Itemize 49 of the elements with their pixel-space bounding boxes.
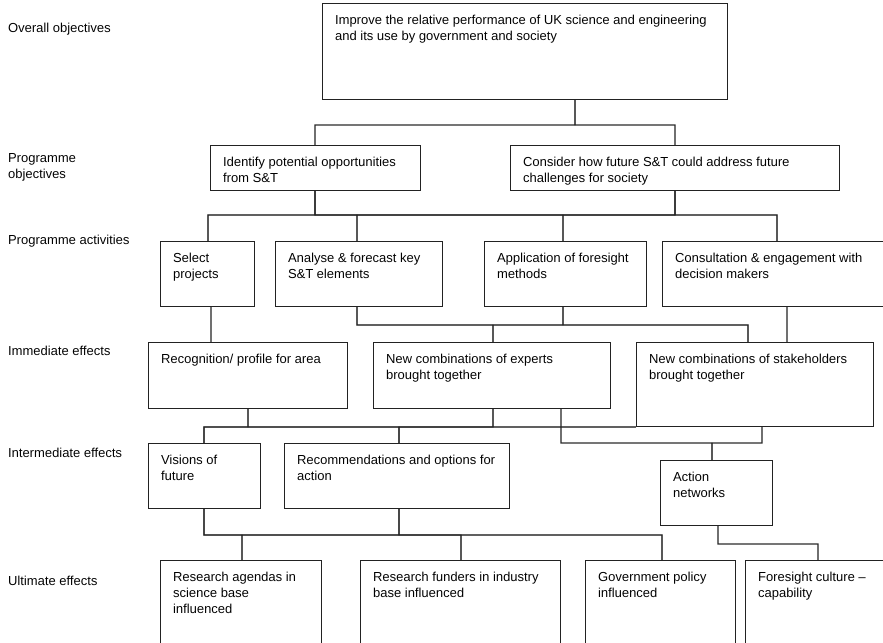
box-text: Consider how future S&T could address future challenges for society — [523, 154, 790, 186]
box-text: Select projects — [173, 250, 220, 282]
box-text: Recommendations and options for action — [297, 452, 496, 484]
connector-line — [398, 426, 637, 443]
connector-line — [786, 307, 788, 342]
process-box — [373, 342, 611, 409]
box-text: Visions of future — [161, 452, 218, 484]
row-label: Intermediate effects — [8, 445, 123, 461]
process-box — [636, 342, 874, 427]
box-text: Improve the relative performance of UK science and engineering and its use by government and society — [335, 12, 708, 44]
box-text: Identify potential opportunities from S&T — [223, 154, 397, 186]
box-text: Analyse & forecast key S&T elements — [288, 250, 422, 282]
process-box — [360, 560, 561, 643]
row-label: Ultimate effects — [8, 573, 98, 589]
box-text: Recognition/ profile for area — [161, 351, 322, 367]
box-text: Government policy influenced — [598, 569, 708, 601]
process-box — [275, 241, 443, 307]
connector-line — [562, 307, 749, 342]
process-box — [322, 3, 728, 100]
process-box — [148, 443, 261, 509]
box-text: Action networks — [673, 469, 726, 501]
box-text: Application of foresight methods — [497, 250, 630, 282]
box-text: New combinations of stakeholders brought together — [649, 351, 848, 383]
process-box — [660, 460, 773, 526]
process-box — [160, 560, 322, 643]
process-box — [662, 241, 883, 307]
row-label: Programme objectives — [8, 150, 77, 182]
row-label: Programme activities — [8, 232, 130, 248]
process-box — [745, 560, 883, 643]
box-text: Research funders in industry base influenced — [373, 569, 540, 601]
connector-line — [210, 307, 212, 342]
process-box — [284, 443, 510, 509]
box-text: Research agendas in science base influenced — [173, 569, 297, 617]
process-box — [148, 342, 348, 409]
process-box — [510, 145, 840, 191]
connector-line — [574, 100, 676, 145]
box-text: Consultation & engagement with decision makers — [675, 250, 864, 282]
connector-line — [398, 509, 663, 560]
process-box — [210, 145, 421, 191]
process-box — [484, 241, 647, 307]
connector-line — [711, 427, 763, 460]
row-label: Overall objectives — [8, 20, 112, 36]
connector-line — [674, 191, 778, 241]
box-text: Foresight culture – capability — [758, 569, 867, 601]
box-text: New combinations of experts brought together — [386, 351, 554, 383]
process-box — [160, 241, 255, 307]
connector-line — [717, 526, 819, 560]
row-label: Immediate effects — [8, 343, 112, 359]
process-box — [585, 560, 736, 643]
